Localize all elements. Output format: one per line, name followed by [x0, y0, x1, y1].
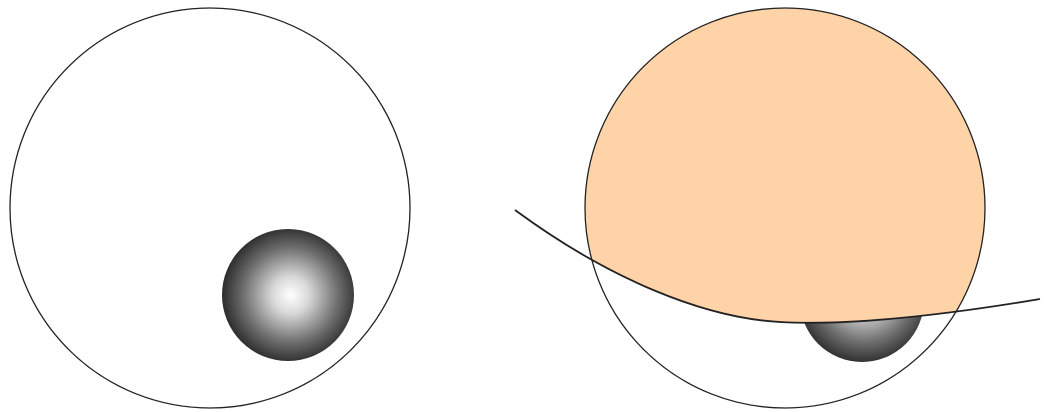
- left-panel: [10, 8, 410, 408]
- left-boundary-circle: [10, 8, 410, 408]
- right-panel: [470, 0, 1045, 412]
- peach-region: [470, 0, 1045, 412]
- left-sphere: [222, 229, 354, 361]
